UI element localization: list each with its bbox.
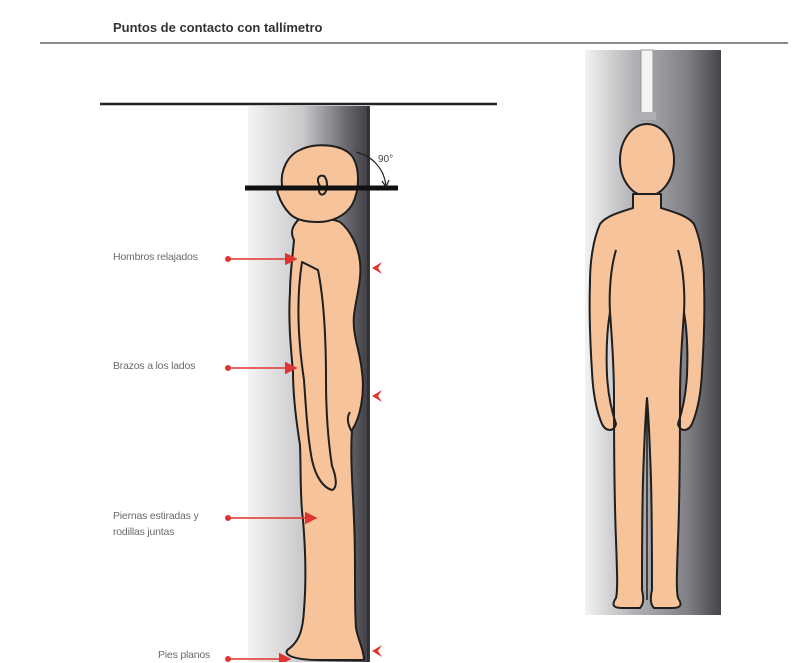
contact-marker-buttocks xyxy=(372,390,382,402)
contact-markers xyxy=(372,262,382,657)
contact-marker-shoulders xyxy=(372,262,382,274)
label-legs-line1: Piernas estiradas y xyxy=(113,509,199,524)
label-arms: Brazos a los lados xyxy=(113,359,195,374)
label-feet: Pies planos xyxy=(158,648,210,663)
label-legs-line2: rodillas juntas xyxy=(113,525,174,540)
head-piece xyxy=(638,112,656,120)
label-shoulders: Hombros relajados xyxy=(113,250,198,265)
contact-marker-heels xyxy=(372,645,382,657)
angle-label: 90° xyxy=(378,154,393,165)
stadiometer-rod xyxy=(641,50,653,120)
